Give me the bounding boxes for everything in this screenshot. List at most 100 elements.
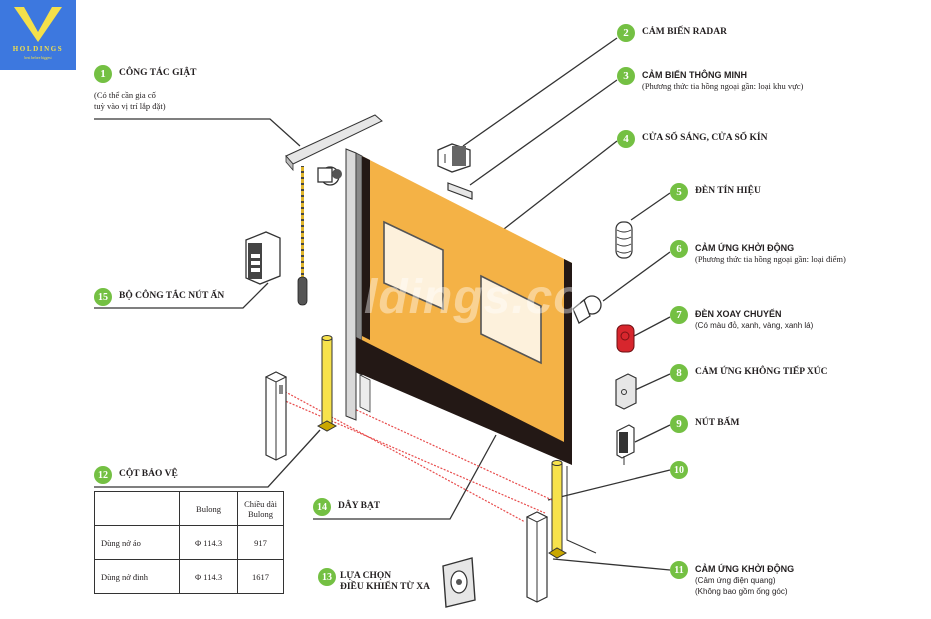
callout-rotating-lamp: 7 Đèn xoay chuyển (Có màu đỏ, xanh, vàng… xyxy=(670,306,813,331)
door-panel xyxy=(362,156,572,460)
leader-11 xyxy=(552,558,671,571)
smart-sensor xyxy=(447,182,473,200)
callout-signal-light: 5 Đèn tín hiệu xyxy=(670,183,761,201)
callout-push-button-box: 15 Bộ công tắc nút ấn xyxy=(94,288,224,306)
leader-9 xyxy=(634,424,671,443)
badge-7: 7 xyxy=(670,306,688,324)
callout-title: Cảm biến radar xyxy=(642,27,727,37)
callout-title: Công tác giật xyxy=(119,68,197,78)
callout-photo-sensor: 11 Cảm ứng khởi động (Cảm ứng điện quang… xyxy=(670,561,794,597)
table-header-row: Bulong Chiều dài Bulong xyxy=(93,491,284,526)
callout-title: Cảm ứng không tiếp xúc xyxy=(695,367,828,377)
callout-10: 10 xyxy=(670,461,688,479)
table-row: Dùng nở đinh Φ 114.3 1617 xyxy=(93,559,284,594)
callout-curtain-strap: 14 Dây bạt xyxy=(313,498,380,516)
leader-15 xyxy=(94,282,269,309)
remote-control xyxy=(442,557,476,608)
radar-sensor xyxy=(437,143,471,173)
startup-sensor-point xyxy=(572,295,602,324)
callout-subtitle: (Cảm ứng điện quang) xyxy=(695,576,776,585)
table-cell: 1617 xyxy=(237,559,284,594)
callout-push-button: 9 Nút bấm xyxy=(670,415,739,433)
badge-15: 15 xyxy=(94,288,112,306)
push-button xyxy=(616,424,635,465)
door-curtain xyxy=(356,156,572,465)
badge-2: 2 xyxy=(617,24,635,42)
leader-2 xyxy=(462,37,618,147)
guard-post-right xyxy=(548,460,568,559)
brand-tagline: best before biggest xyxy=(24,56,52,60)
badge-3: 3 xyxy=(617,67,635,85)
callout-title: Nút bấm xyxy=(695,418,740,428)
callout-touchless-sensor: 8 Cảm ứng không tiếp xúc xyxy=(670,364,827,382)
callout-1-note: (Có thể cần gia cố tuỳ vào vị trí lắp đặ… xyxy=(94,90,166,111)
callout-title: Đèn tín hiệu xyxy=(695,186,761,196)
table-header: Chiều dài Bulong xyxy=(237,491,284,526)
leader-10 xyxy=(547,469,671,501)
callout-windows: 4 Cửa sổ sáng, cửa sổ kín xyxy=(617,130,767,148)
callout-guard-post: 12 Cột bảo vệ xyxy=(94,466,178,484)
photo-pillar-left xyxy=(264,371,288,461)
callout-subtitle: (Không bao gồm ống góc) xyxy=(695,587,788,596)
table-header: Bulong xyxy=(179,491,239,526)
pull-switch xyxy=(285,114,383,306)
badge-12: 12 xyxy=(94,466,112,484)
callout-title: Cột bảo vệ xyxy=(119,469,178,479)
callout-title: Cửa sổ sáng, cửa sổ kín xyxy=(642,133,768,143)
callout-title: Lựa chọn xyxy=(340,571,392,581)
table-cell: 917 xyxy=(237,525,284,560)
callout-title: Đèn xoay chuyển xyxy=(695,309,782,319)
signal-light xyxy=(615,221,633,259)
badge-1: 1 xyxy=(94,65,112,83)
table-cell: Φ 114.3 xyxy=(179,559,239,594)
brand-logo: HOLDINGS best before biggest xyxy=(0,0,76,70)
badge-5: 5 xyxy=(670,183,688,201)
callout-title: Bộ công tắc nút ấn xyxy=(119,291,225,301)
table-row: Dùng nở áo Φ 114.3 917 xyxy=(93,525,284,560)
callout-subtitle: (Phương thức tia hồng ngoại gần: loại kh… xyxy=(642,81,804,91)
badge-4: 4 xyxy=(617,130,635,148)
badge-14: 14 xyxy=(313,498,331,516)
left-guide-rail xyxy=(345,148,371,421)
door-window-left xyxy=(383,220,444,311)
leader-7 xyxy=(633,316,671,337)
callout-title: Dây bạt xyxy=(338,501,381,511)
leader-1 xyxy=(94,118,301,147)
callout-pull-switch: 1 Công tác giật xyxy=(94,65,196,83)
callout-title: Cảm ứng khởi động xyxy=(695,243,795,253)
table-cell: Φ 114.3 xyxy=(179,525,239,560)
badge-6: 6 xyxy=(670,240,688,258)
table-header xyxy=(93,491,181,526)
table-cell: Dùng nở áo xyxy=(93,525,181,560)
callout-smart-sensor: 3 Cảm biến thông minh (Phương thức tia h… xyxy=(617,67,803,92)
door-bottom-band xyxy=(356,337,572,465)
leader-6 xyxy=(602,251,671,302)
radar-sensor-small xyxy=(317,166,342,186)
leader-14 xyxy=(313,434,497,520)
callout-radar-sensor: 2 Cảm biến radar xyxy=(617,24,727,42)
callout-subtitle: (Có màu đỏ, xanh, vàng, xanh lá) xyxy=(695,321,814,330)
leader-8 xyxy=(634,373,671,391)
callout-title: Cảm ứng khởi động xyxy=(695,564,795,574)
leader-3 xyxy=(469,79,618,186)
guard-post-left xyxy=(316,335,338,432)
callout-title-line2: điều khiển từ xa xyxy=(340,582,430,592)
photo-pillar-right xyxy=(525,511,549,603)
guard-post-spec-table: Bulong Chiều dài Bulong Dùng nở áo Φ 114… xyxy=(93,491,284,594)
brand-name: HOLDINGS xyxy=(12,45,64,53)
callout-startup-sensor-point: 6 Cảm ứng khởi động (Phương thức tia hồn… xyxy=(670,240,846,265)
push-button-box xyxy=(245,231,281,285)
leader-lines xyxy=(94,37,671,571)
leader-12 xyxy=(94,429,321,488)
badge-10: 10 xyxy=(670,461,688,479)
leader-5 xyxy=(630,192,671,221)
rotating-lamp xyxy=(616,324,635,353)
v-logo-icon xyxy=(14,7,62,42)
badge-8: 8 xyxy=(670,364,688,382)
door-window-right xyxy=(480,274,542,365)
touchless-sensor xyxy=(615,373,637,410)
badge-11: 11 xyxy=(670,561,688,579)
badge-13: 13 xyxy=(318,568,336,586)
badge-9: 9 xyxy=(670,415,688,433)
